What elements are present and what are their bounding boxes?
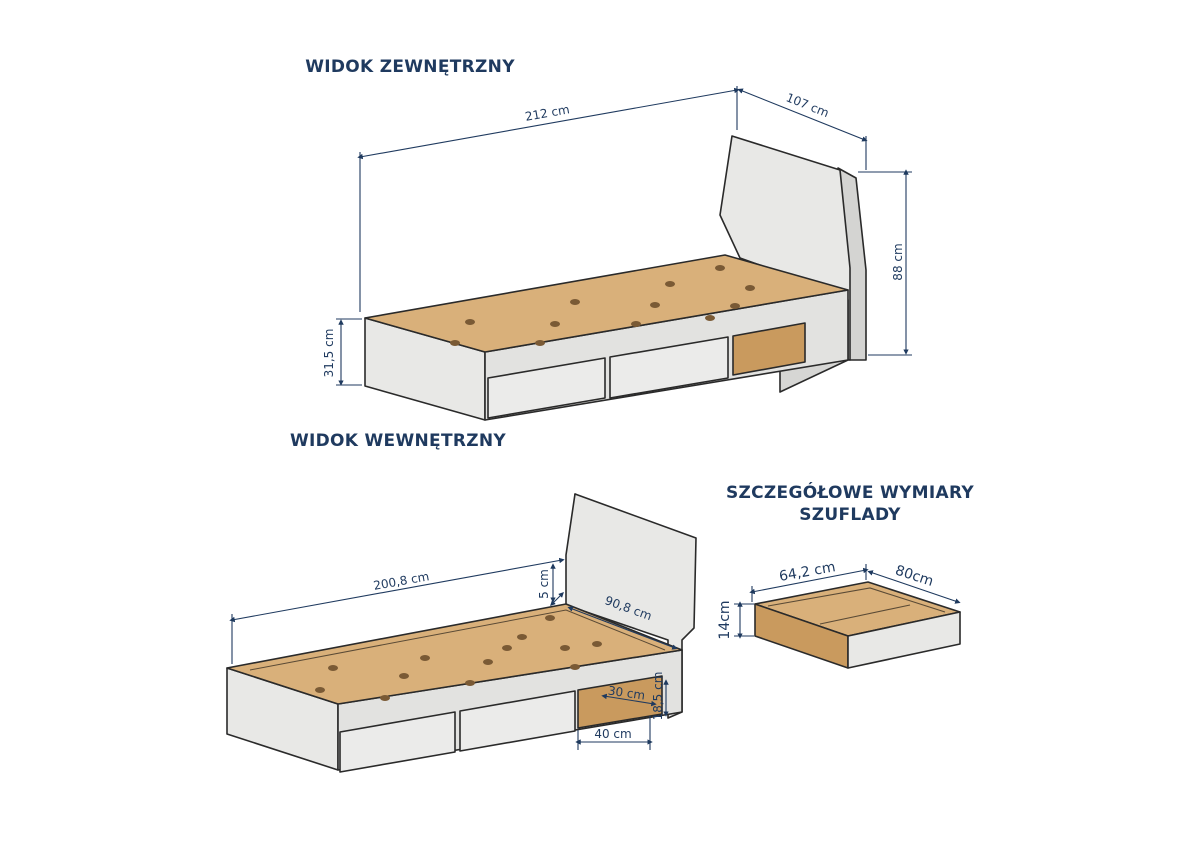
exterior-drawer-2 <box>609 336 729 399</box>
interior-bed <box>226 493 697 773</box>
exterior-drawer-1 <box>487 357 606 419</box>
interior-shelf-height-label: 18,5 cm <box>651 672 665 721</box>
title-exterior-view: WIDOK ZEWNĘTRZNY <box>305 57 515 77</box>
interior-drawer-1 <box>339 711 456 773</box>
title-drawer-dimensions-line2: SZUFLADY <box>799 505 901 525</box>
exterior-slat-holes <box>450 265 755 346</box>
exterior-open-shelf <box>732 322 806 376</box>
interior-shelf-depth-label: 30 cm <box>607 684 646 703</box>
exterior-headboard-height-label: 88 cm <box>891 243 905 280</box>
exterior-bed <box>364 135 867 421</box>
drawer-depth-label: 80cm <box>893 563 935 590</box>
interior-shelf-width-label: 40 cm <box>594 727 631 741</box>
title-drawer-dimensions-line1: SZCZEGÓŁOWE WYMIARY <box>726 481 974 503</box>
title-interior-view: WIDOK WEWNĘTRZNY <box>290 431 506 451</box>
exterior-dimension-lines <box>336 86 912 386</box>
interior-dimension-lines <box>229 557 678 750</box>
interior-headboard <box>565 493 697 719</box>
exterior-frame-height-label: 31,5 cm <box>322 329 336 378</box>
drawer-detail <box>754 581 961 669</box>
exterior-slatted-top <box>364 254 849 353</box>
drawer-height-label: 14cm <box>717 600 733 639</box>
interior-top-depth-label: 5 cm <box>537 569 551 599</box>
interior-drawer-2 <box>459 690 576 752</box>
exterior-width-label: 107 cm <box>784 90 831 120</box>
drawer-front <box>847 611 961 669</box>
drawer-dimension-lines <box>734 564 961 639</box>
